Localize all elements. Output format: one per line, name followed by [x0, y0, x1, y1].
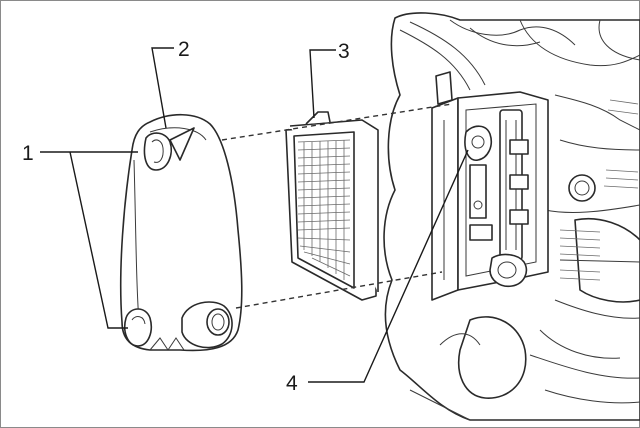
callout-4: 4 — [286, 372, 298, 395]
callout-2: 2 — [178, 38, 190, 61]
leader-2 — [151, 47, 174, 129]
filter-pleats — [297, 139, 351, 280]
callout-1: 1 — [22, 142, 34, 165]
leader-3 — [309, 49, 336, 119]
alignment-lines — [221, 103, 453, 309]
leader-1-bottom — [69, 151, 128, 329]
alignment-line-bottom — [235, 271, 443, 309]
leader-lines — [40, 47, 469, 383]
callout-3: 3 — [338, 40, 350, 63]
filter-cover — [119, 113, 243, 352]
leader-4 — [308, 149, 469, 383]
air-filter-element — [285, 111, 379, 301]
alignment-line-top — [221, 103, 453, 141]
filter-housing — [431, 71, 549, 301]
